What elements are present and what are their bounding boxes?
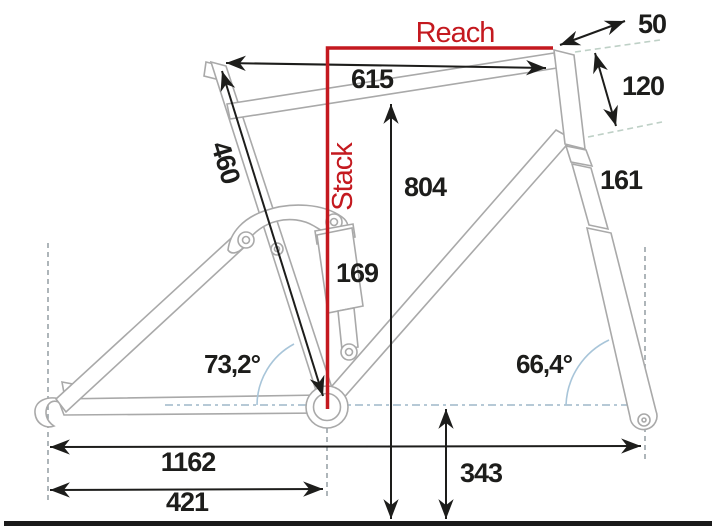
seat-tube-dim-line	[220, 70, 325, 397]
wheelbase-value: 1162	[161, 447, 216, 477]
fork-value: 161	[600, 165, 643, 195]
shock-value: 169	[336, 258, 379, 288]
front-axle-circle	[637, 413, 651, 427]
stack-label: Stack	[327, 142, 359, 211]
bb-height-value: 343	[460, 458, 503, 488]
fork-crown	[564, 144, 594, 168]
fork-lower-leg	[585, 226, 658, 431]
wheelbase-dim-line	[49, 438, 642, 455]
top-tube-value: 615	[351, 64, 394, 94]
shock-shaft	[337, 307, 359, 351]
headtube-extension-lines	[574, 39, 663, 138]
head-angle-arc	[565, 339, 610, 406]
rocker-pivot-left	[237, 231, 255, 249]
headtube-top-dashed-line	[574, 39, 661, 53]
front-axle-center	[641, 417, 647, 423]
headtube-bottom-dashed-line	[587, 121, 663, 138]
fork	[564, 144, 658, 431]
stem-dim-line	[559, 20, 626, 46]
reach-stack-line	[325, 46, 553, 409]
top-tube-dim-line	[225, 55, 547, 76]
shock-eyelet-hole	[344, 347, 354, 357]
standover-value: 804	[404, 172, 447, 202]
stem-value: 50	[638, 9, 666, 39]
fork-stanchion	[570, 162, 610, 231]
reach-label: Reach	[416, 17, 495, 49]
dimension-lines	[49, 20, 642, 519]
head-tube-dim-line	[593, 52, 618, 127]
shock-eyelet	[340, 343, 358, 361]
vertical-reference-lines	[47, 243, 646, 500]
seatstay-tube	[54, 228, 253, 414]
head-tube-length-value: 120	[622, 71, 664, 101]
rocker-pivot-right-hole	[329, 217, 339, 227]
chainstay-value: 421	[166, 487, 209, 517]
rear-dropout	[34, 397, 65, 428]
seat-angle-value: 73,2°	[204, 349, 261, 379]
chainstay-dim-line	[49, 481, 324, 498]
head-angle-value: 66,4°	[516, 349, 573, 379]
